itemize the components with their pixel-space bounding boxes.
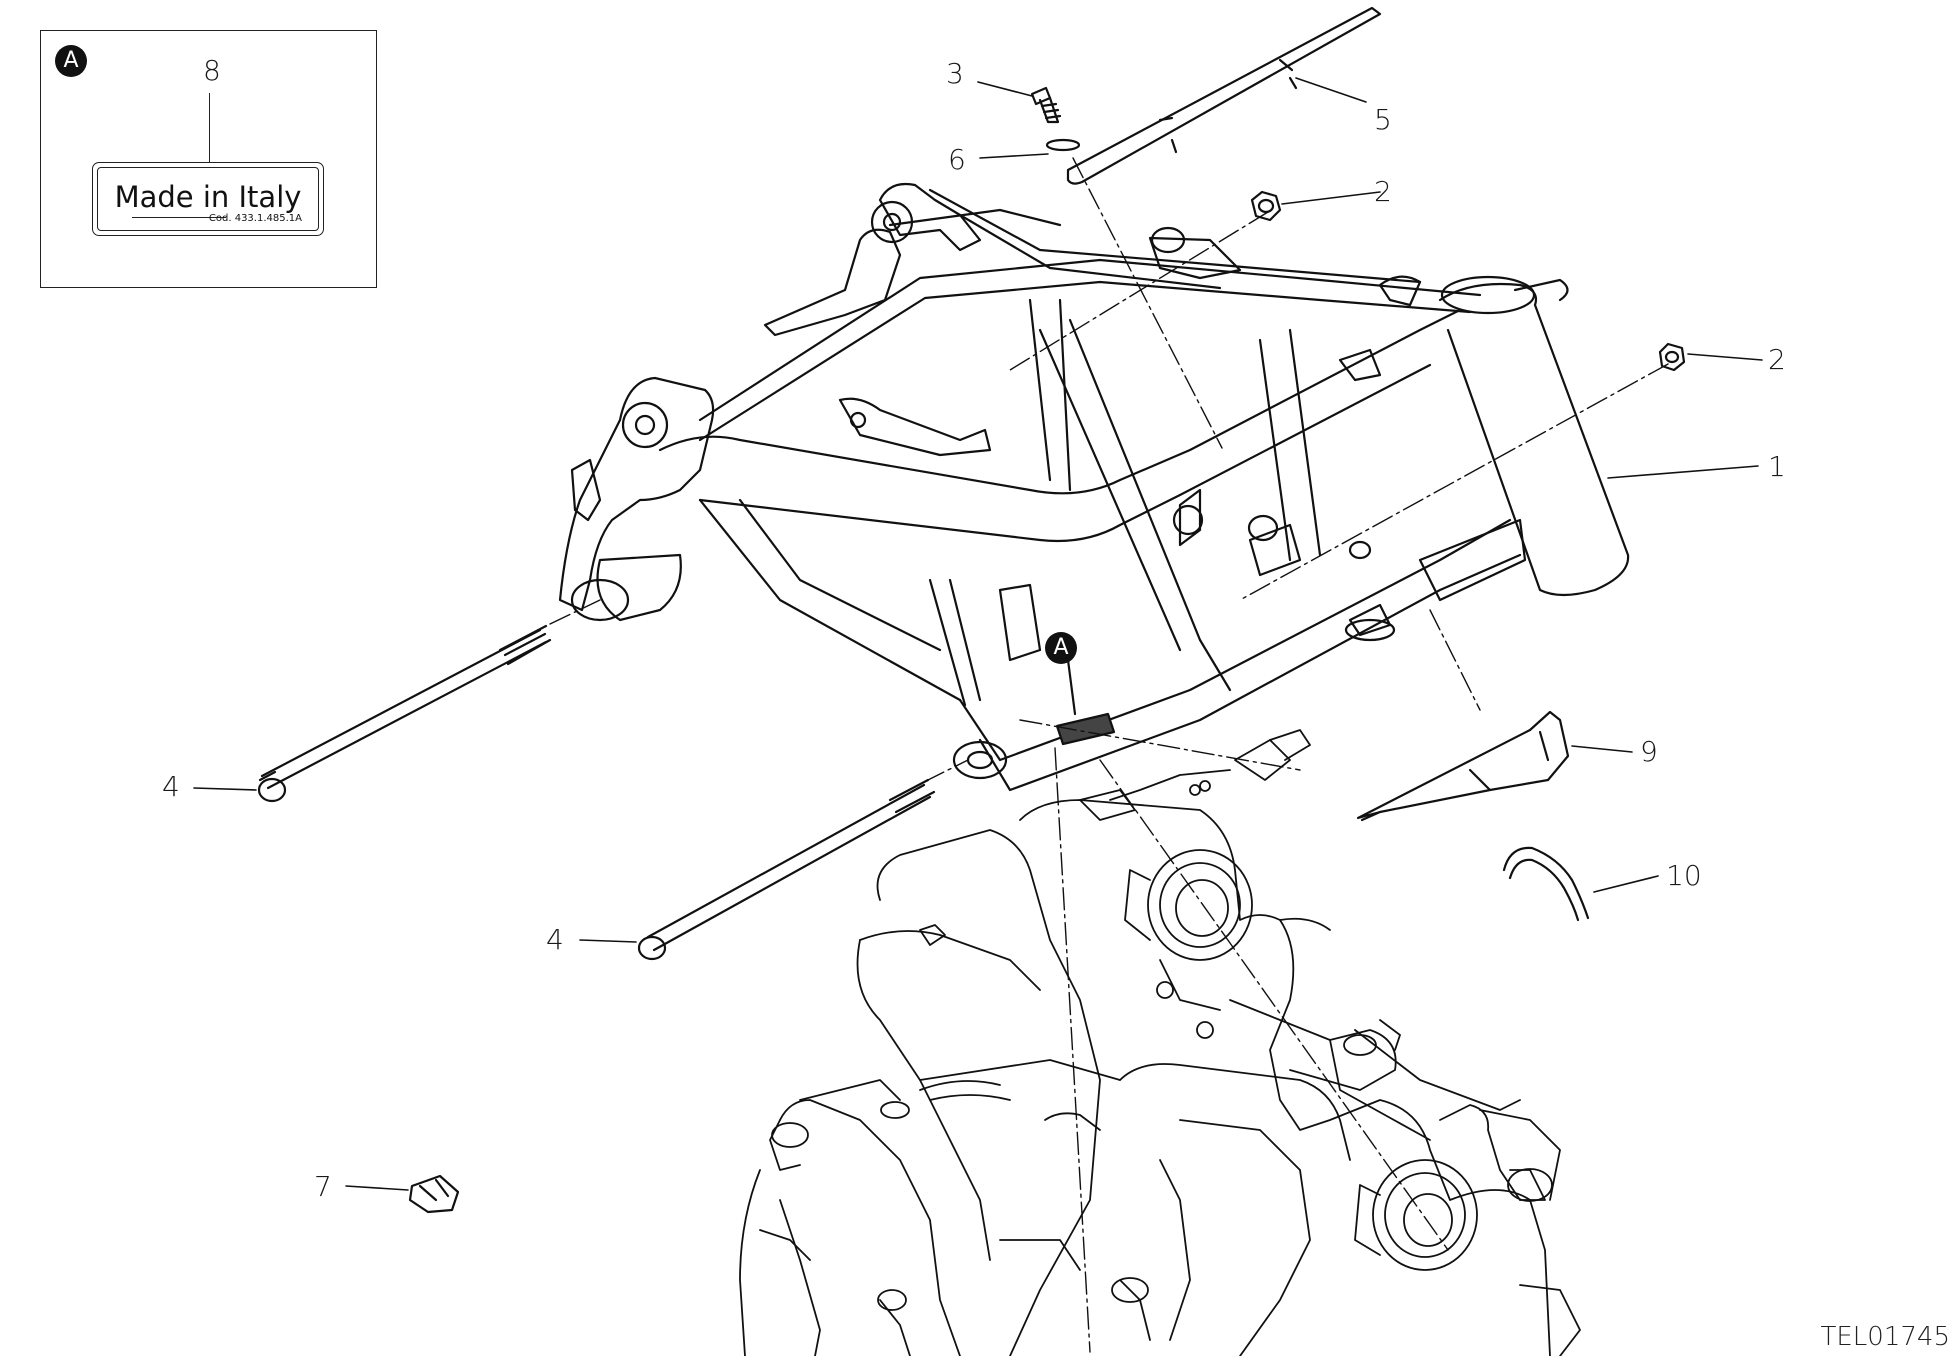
plate-border: Made in Italy Cod. 433.1.485.1A — [97, 167, 319, 231]
callout-1: 1 — [1768, 450, 1786, 483]
plate-code: Cod. 433.1.485.1A — [208, 213, 302, 224]
part-9-cover — [1356, 710, 1570, 822]
detail-inset: A 8 Made in Italy Cod. 433.1.485.1A — [40, 30, 377, 288]
trellis-frame — [558, 182, 1630, 792]
drawing-code: TEL01745 — [1820, 1322, 1950, 1352]
leader-lines — [193, 77, 1763, 1191]
part-2-nut-top — [1250, 190, 1282, 222]
plate-text: Made in Italy — [114, 180, 302, 214]
part-4-bolt-upper — [257, 624, 552, 803]
inset-badge: A — [55, 45, 87, 77]
callout-5: 5 — [1374, 103, 1392, 136]
callout-9: 9 — [1640, 735, 1658, 768]
engine — [739, 729, 1581, 1356]
callout-2-right: 2 — [1768, 343, 1786, 376]
part-3-bolt — [1030, 86, 1062, 124]
part-6-washer — [1045, 138, 1081, 152]
inset-leader — [209, 93, 210, 163]
plate-rule — [132, 217, 226, 218]
callout-2-top: 2 — [1374, 175, 1392, 208]
callout-3: 3 — [946, 57, 964, 90]
frame-plate-label — [1055, 658, 1116, 746]
callout-10: 10 — [1666, 859, 1702, 892]
callout-4-upper: 4 — [162, 770, 180, 803]
callout-8: 8 — [203, 54, 221, 87]
part-5-bracket — [1066, 6, 1382, 185]
callout-4-lower: 4 — [546, 923, 564, 956]
part-4-bolt-lower — [637, 778, 936, 961]
axis-lines — [549, 157, 1669, 1353]
part-2-nut-right — [1658, 342, 1686, 372]
callout-7: 7 — [314, 1170, 332, 1203]
callout-6: 6 — [948, 143, 966, 176]
part-10-clip — [1502, 846, 1590, 922]
detail-a-badge: A — [1045, 632, 1077, 664]
made-in-italy-plate: Made in Italy Cod. 433.1.485.1A — [92, 162, 324, 236]
part-7-bush — [408, 1174, 460, 1214]
